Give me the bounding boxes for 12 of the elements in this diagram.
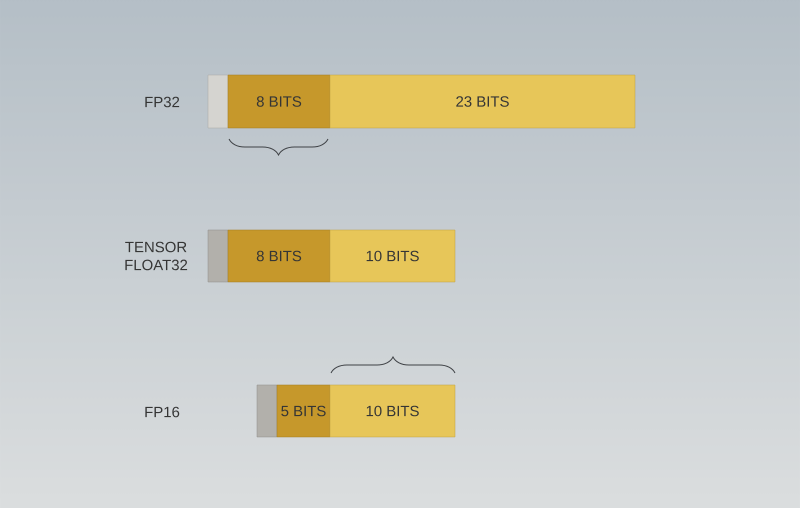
- sign-segment: [208, 74, 228, 128]
- row-label: TENSOR FLOAT32: [125, 242, 188, 270]
- bar-segment: 10 BITS: [330, 230, 456, 282]
- row-label: FP32: [145, 96, 180, 108]
- bar-segment: 10 BITS: [330, 384, 456, 438]
- row-label: FP16: [145, 406, 180, 418]
- bar-segment: 8 BITS: [228, 230, 330, 282]
- bar-segment: 8 BITS: [228, 74, 330, 128]
- sign-segment: [256, 384, 278, 438]
- sign-segment: [208, 230, 228, 282]
- bar-segment: 5 BITS: [276, 384, 330, 438]
- bar-segment: 23 BITS: [330, 74, 636, 128]
